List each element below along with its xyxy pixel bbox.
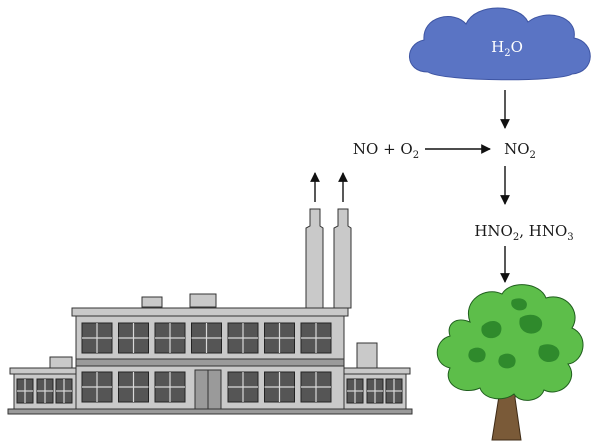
factory-window xyxy=(191,322,222,354)
main-roof xyxy=(71,307,349,317)
factory-window xyxy=(264,322,295,354)
smokestack-left xyxy=(305,208,324,309)
right-wing-roof xyxy=(343,367,411,375)
factory-window xyxy=(118,322,149,354)
factory-window xyxy=(154,322,186,354)
factory-window xyxy=(346,378,364,404)
rain-cloud: H2O xyxy=(409,7,591,81)
product-label: NO2 xyxy=(504,140,536,161)
floor-divider xyxy=(75,358,345,367)
acids-label: HNO2, HNO3 xyxy=(474,222,573,243)
cloud-label: H2O xyxy=(491,38,523,59)
factory-window xyxy=(300,322,332,354)
roof-vent-1 xyxy=(141,296,163,308)
factory-window xyxy=(385,378,403,404)
lower-windows xyxy=(81,371,332,403)
reactant-label: NO + O2 xyxy=(353,140,419,161)
factory xyxy=(7,208,413,415)
left-wing-roof xyxy=(9,367,77,375)
tree-foliage xyxy=(436,284,584,401)
factory-window xyxy=(118,371,149,403)
tree xyxy=(436,284,584,441)
factory-window xyxy=(81,322,113,354)
cloud-shape xyxy=(409,7,591,81)
left-wing-vent xyxy=(49,356,73,370)
factory-window xyxy=(264,371,295,403)
factory-base xyxy=(7,408,413,415)
smokestack-right xyxy=(333,208,352,309)
factory-window xyxy=(227,322,259,354)
factory-window xyxy=(227,371,259,403)
factory-window xyxy=(81,371,113,403)
tree-shadows xyxy=(468,298,560,369)
factory-window xyxy=(36,378,54,404)
roof-vent-2 xyxy=(189,293,217,308)
upper-windows xyxy=(81,322,332,354)
factory-window xyxy=(55,378,73,404)
factory-window xyxy=(366,378,384,404)
factory-window xyxy=(300,371,332,403)
wing-windows xyxy=(16,378,403,404)
factory-window xyxy=(16,378,34,404)
right-wing-chimney xyxy=(356,342,378,370)
factory-window xyxy=(154,371,186,403)
